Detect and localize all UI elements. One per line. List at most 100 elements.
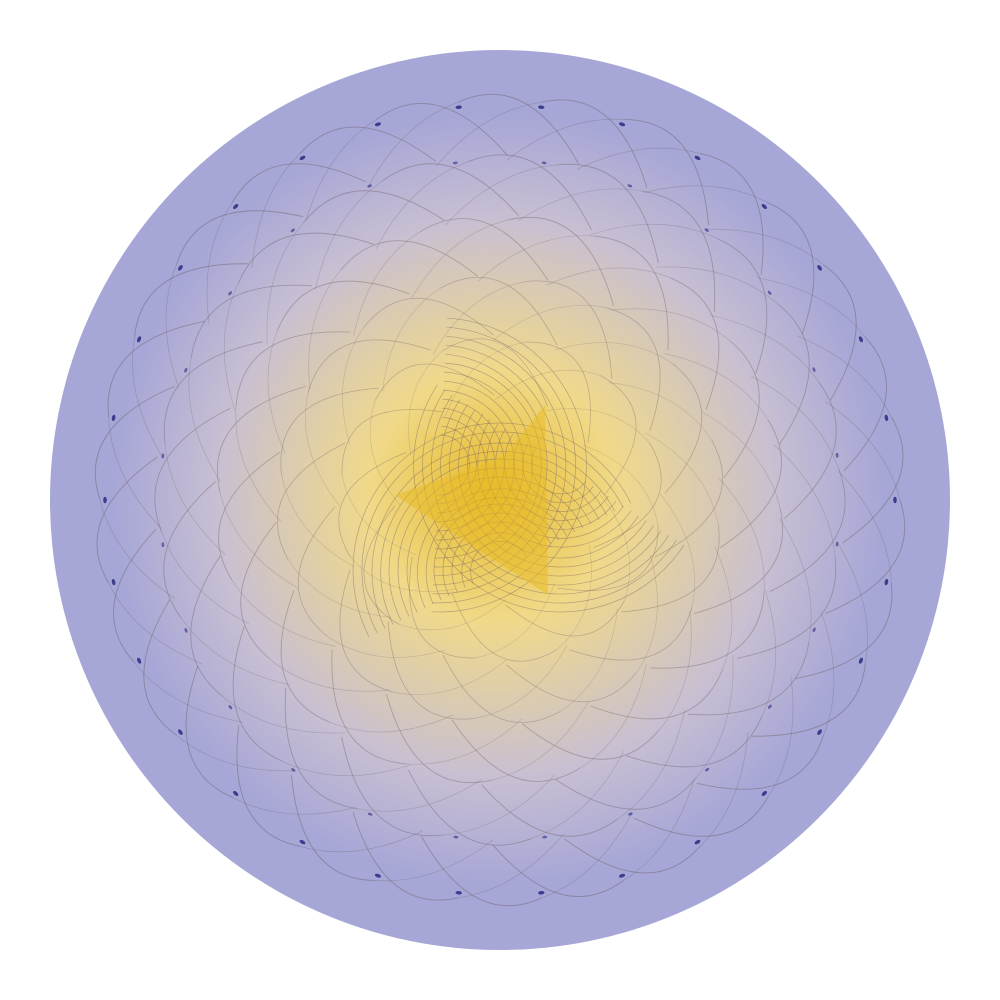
swirl-arc	[531, 750, 625, 839]
swirl-arc	[757, 277, 866, 338]
swirl-arc	[445, 341, 525, 417]
swirl-arc	[820, 611, 835, 736]
swirl-arc	[541, 813, 633, 899]
swirl-arc	[327, 636, 445, 658]
swirl-arc	[218, 451, 281, 580]
swirl-arc	[240, 522, 277, 660]
swirl-arc	[664, 353, 769, 421]
swirl-arc	[577, 147, 701, 170]
swirl-arc	[717, 238, 768, 375]
swirl-lines	[94, 93, 906, 907]
swirl-arc	[451, 719, 580, 782]
swirl-arc	[477, 235, 594, 282]
swirl-arc	[206, 202, 233, 324]
swirl-arc	[823, 264, 857, 401]
swirl-arc	[386, 694, 493, 784]
swirl-arc	[231, 163, 367, 203]
swirl-arc	[363, 297, 494, 336]
swirl-arc	[644, 185, 768, 204]
swirl-arc	[718, 477, 765, 594]
swirl-arc	[329, 714, 454, 733]
swirl-arc	[524, 341, 591, 443]
cusp-point	[858, 657, 863, 664]
swirl-arc	[593, 442, 662, 548]
swirl-arc	[280, 590, 330, 723]
swirl-arc	[825, 499, 906, 614]
swirl-arc	[163, 341, 264, 443]
cusp-point	[694, 839, 701, 845]
swirl-arc	[649, 593, 765, 669]
swirl-arc	[670, 277, 720, 410]
swirl-arc	[642, 190, 716, 313]
swirl-arc	[842, 416, 904, 544]
swirl-arc	[232, 625, 283, 762]
swirl-arc	[341, 475, 417, 555]
swirl-arc	[352, 812, 459, 901]
swirl-arc	[452, 593, 558, 662]
swirl-arc	[784, 382, 837, 519]
swirl-arc	[190, 284, 313, 358]
swirl-arc	[341, 736, 443, 837]
cusp-point	[817, 265, 822, 271]
swirl-arc	[94, 386, 175, 501]
cusp-point	[761, 203, 767, 210]
swirl-arc	[633, 797, 769, 837]
cusp-point	[290, 228, 295, 233]
swirl-arc	[399, 599, 506, 631]
swirl-arc	[769, 468, 846, 593]
swirl-arc	[282, 761, 411, 777]
swirl-arc	[188, 357, 221, 482]
swirl-arc	[825, 401, 901, 501]
swirl-arc	[357, 779, 482, 812]
swirl-arc	[442, 774, 555, 836]
swirl-arc	[277, 280, 410, 330]
cusp-point	[761, 790, 767, 797]
swirl-arc	[440, 277, 558, 346]
swirl-arc	[699, 153, 764, 275]
inner-swirl-arc	[422, 389, 677, 604]
swirl-arc	[774, 445, 836, 558]
swirl-arc	[625, 717, 762, 768]
swirl-arc	[411, 219, 508, 299]
swirl-arc	[216, 386, 306, 493]
cusp-point	[299, 155, 306, 161]
swirl-arc	[593, 235, 669, 351]
swirl-arc	[779, 518, 812, 643]
swirl-arc	[369, 399, 401, 506]
swirl-arc	[107, 320, 205, 417]
swirl-arc	[492, 701, 589, 781]
swirl-arc	[407, 769, 532, 846]
swirl-arc	[382, 288, 441, 392]
swirl-arc	[564, 838, 701, 874]
swirl-arc	[280, 387, 379, 475]
cusp-point	[184, 367, 188, 373]
swirl-arc	[636, 555, 658, 673]
swirl-arc	[750, 375, 839, 469]
swirl-arc	[96, 456, 158, 584]
swirl-arc	[701, 411, 781, 508]
cusp-point	[291, 768, 296, 772]
swirl-arc	[363, 505, 400, 625]
swirl-arc	[751, 662, 866, 737]
swirl-arc	[232, 796, 356, 815]
swirl-arc	[458, 93, 580, 165]
swirl-arc	[277, 442, 346, 560]
inner-swirl-arc	[361, 431, 624, 633]
swirl-arc	[305, 392, 341, 507]
swirl-arc	[222, 696, 345, 734]
cusp-point	[228, 291, 232, 296]
cusp-point	[705, 767, 710, 772]
cusp-point	[835, 541, 839, 547]
cusp-point	[178, 729, 183, 735]
swirl-arc	[376, 103, 508, 156]
cusp-point	[111, 578, 116, 586]
cusp-point	[538, 891, 545, 895]
swirl-arc	[518, 188, 643, 221]
swirl-arc	[175, 210, 304, 266]
swirl-arc	[555, 777, 697, 810]
swirl-arc	[569, 607, 693, 661]
swirl-arc	[705, 228, 824, 266]
swirl-arc	[408, 350, 443, 455]
swirl-arc	[281, 474, 355, 568]
cusp-point	[619, 122, 626, 127]
